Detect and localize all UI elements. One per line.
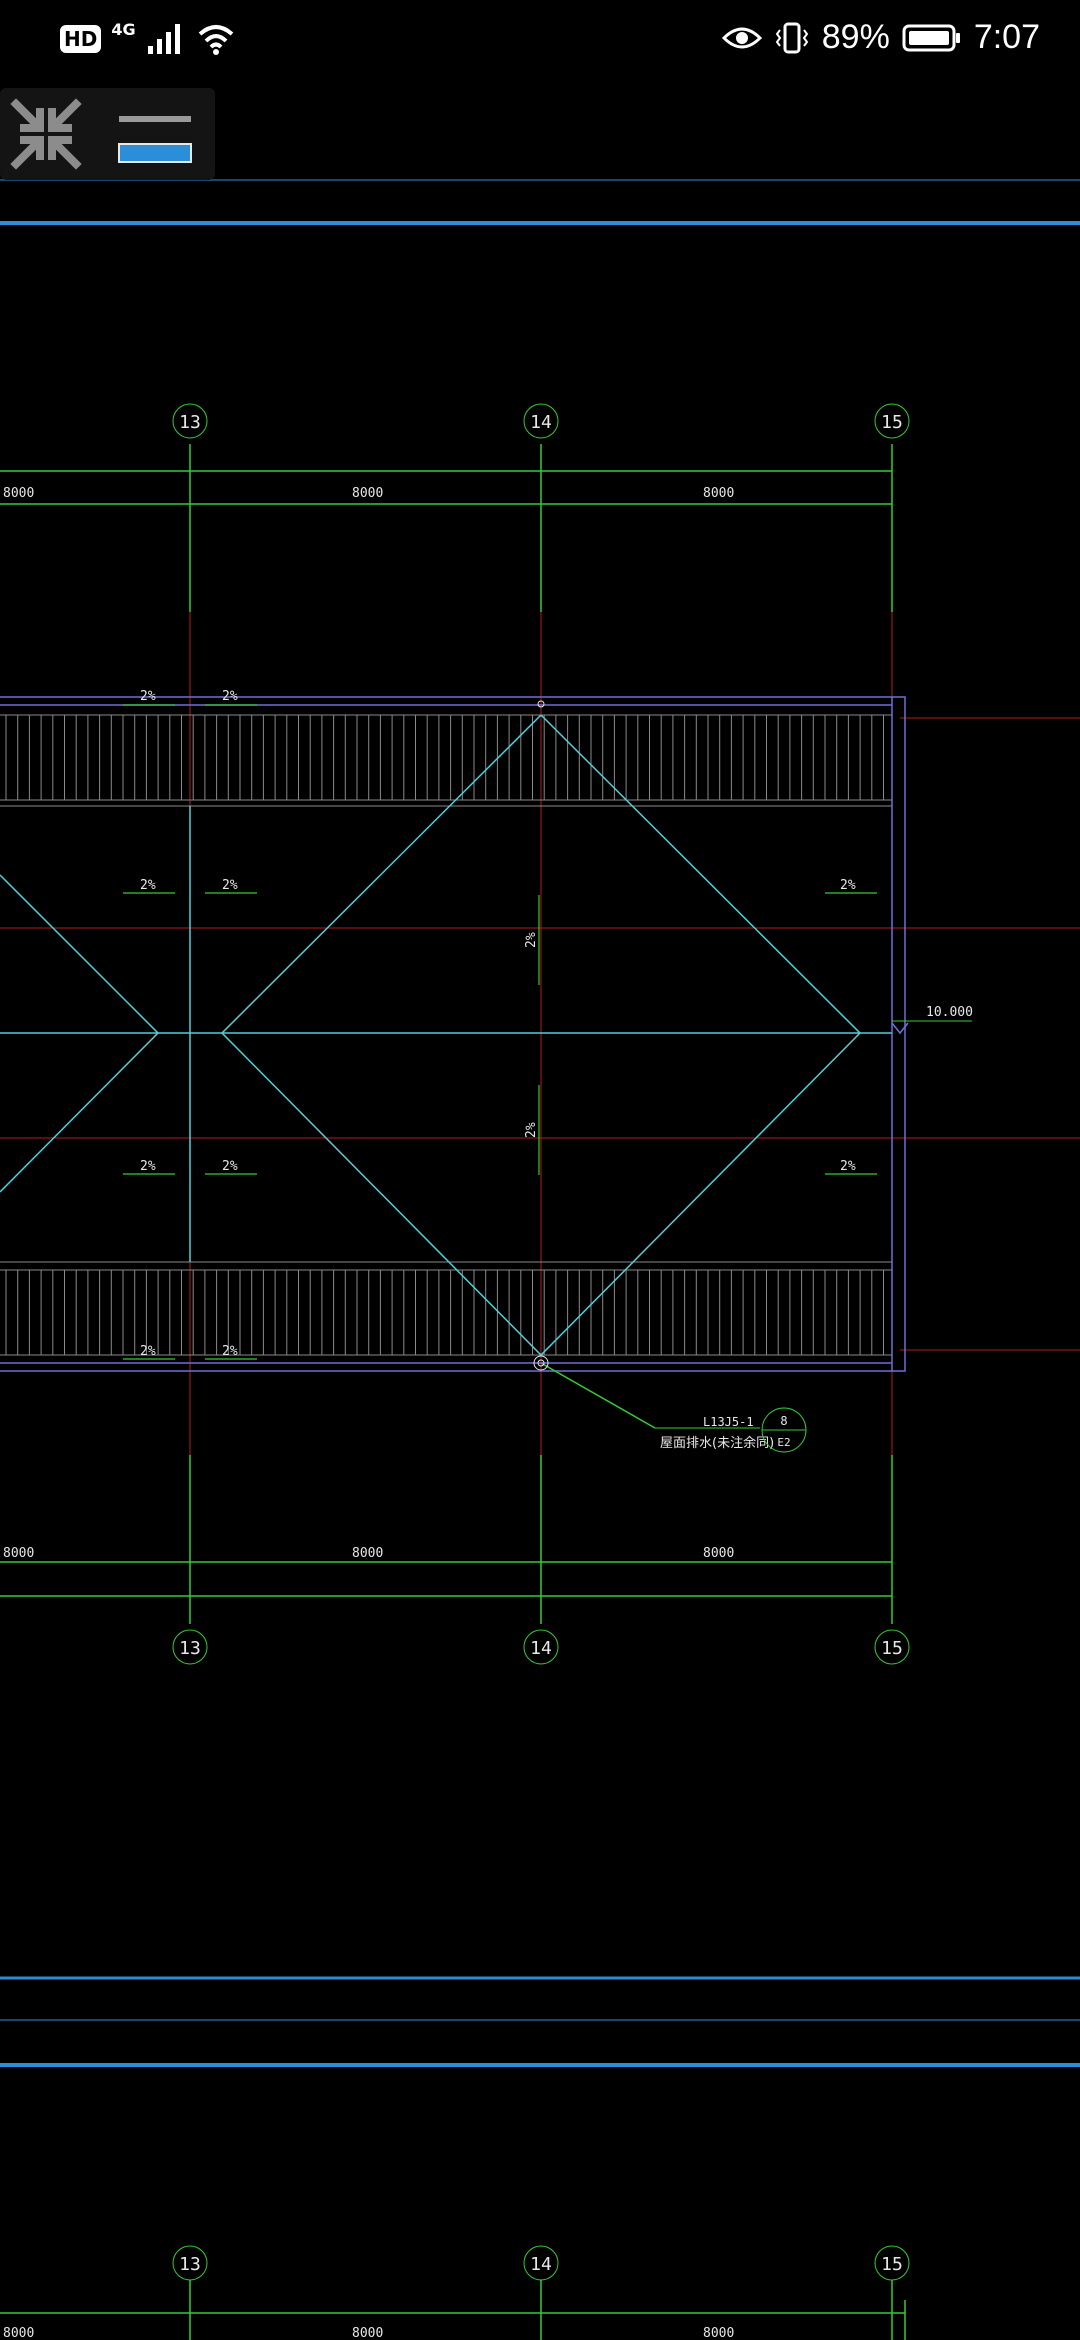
detail-number: 8 — [780, 1414, 787, 1428]
axis-label: 14 — [530, 1638, 552, 1659]
network-type: 4G — [111, 19, 136, 39]
slope-label: 2% — [524, 932, 539, 948]
slope-label: 2% — [222, 1159, 238, 1174]
dimension-value: 8000 — [703, 1546, 734, 1561]
clock-time: 7:07 — [973, 18, 1040, 56]
drainage-lines — [0, 714, 892, 1429]
detail-callout: L13J5-1 屋面排水(未注余同) 8 E2 — [655, 1407, 807, 1453]
axis-label: 13 — [179, 2254, 201, 2275]
layer-toggle-button[interactable] — [115, 98, 195, 170]
axis-label: 15 — [881, 412, 903, 433]
elevation-value: 10.000 — [926, 1005, 973, 1020]
dimension-value: 8000 — [352, 486, 383, 501]
axis-label: 15 — [881, 1638, 903, 1659]
slope-label: 2% — [140, 1344, 156, 1359]
collapse-arrows-icon — [10, 98, 82, 170]
axis-label: 13 — [179, 1638, 201, 1659]
slope-label: 2% — [140, 878, 156, 893]
axis-label: 13 — [179, 412, 201, 433]
status-bar: HD 4G 89% 7:07 — [0, 0, 1080, 80]
detail-sheet: E2 — [777, 1436, 790, 1449]
drain-point-icon — [537, 700, 545, 708]
vibrate-icon — [775, 22, 808, 53]
axis-bubbles-bottom: 13 14 15 — [172, 1629, 910, 1665]
axis-label: 14 — [530, 412, 552, 433]
slope-label: 2% — [140, 1159, 156, 1174]
slope-label: 2% — [840, 878, 856, 893]
dimension-value: 8000 — [3, 2326, 34, 2340]
hd-badge: HD — [60, 25, 102, 53]
dimension-value: 8000 — [352, 2326, 383, 2340]
slope-label: 2% — [840, 1159, 856, 1174]
dimension-value: 8000 — [703, 2326, 734, 2340]
slope-label: 2% — [140, 689, 156, 704]
axis-label: 15 — [881, 2254, 903, 2275]
signal-icon — [147, 24, 180, 54]
elevation-marker: 10.000 — [891, 1005, 973, 1035]
status-right: 89% 7:07 — [721, 18, 1040, 57]
roof-drain-icon — [533, 1355, 549, 1371]
slope-label: 2% — [524, 1122, 539, 1138]
eye-icon — [721, 27, 762, 48]
sheet-borders — [0, 179, 1080, 2067]
roof-band-bottom — [0, 1261, 892, 1356]
detail-note: 屋面排水(未注余同) — [660, 1435, 774, 1451]
slope-labels: 2% 2% 2% 2% 2% 2% 2% 2% 2% 2% 2% 2% — [140, 689, 856, 1359]
collapse-view-button[interactable] — [10, 98, 82, 170]
slope-arrows — [123, 704, 877, 1360]
roof-frame — [0, 696, 906, 1372]
axis-label: 14 — [530, 2254, 552, 2275]
dimension-value: 8000 — [703, 486, 734, 501]
floating-toolbar — [0, 88, 215, 180]
dimension-value: 8000 — [3, 486, 34, 501]
axis-bubbles-lower: 13 14 15 — [172, 2245, 910, 2281]
battery-percent: 89% — [821, 18, 890, 56]
slope-label: 2% — [222, 1344, 238, 1359]
detail-reference: L13J5-1 — [703, 1415, 754, 1429]
wifi-icon — [198, 25, 233, 55]
dimension-value: 8000 — [352, 1546, 383, 1561]
slope-label: 2% — [222, 878, 238, 893]
slope-label: 2% — [222, 689, 238, 704]
layer-toggle-icon — [118, 116, 192, 163]
dimension-labels: 8000 8000 8000 8000 8000 8000 8000 8000 … — [3, 486, 734, 2340]
axis-bubbles-top: 13 14 15 — [172, 403, 910, 439]
roof-band-top — [0, 714, 892, 807]
grid-axis-lines — [0, 444, 906, 2340]
dimension-value: 8000 — [3, 1546, 34, 1561]
battery-icon — [902, 24, 960, 51]
status-left: HD 4G — [60, 19, 236, 56]
